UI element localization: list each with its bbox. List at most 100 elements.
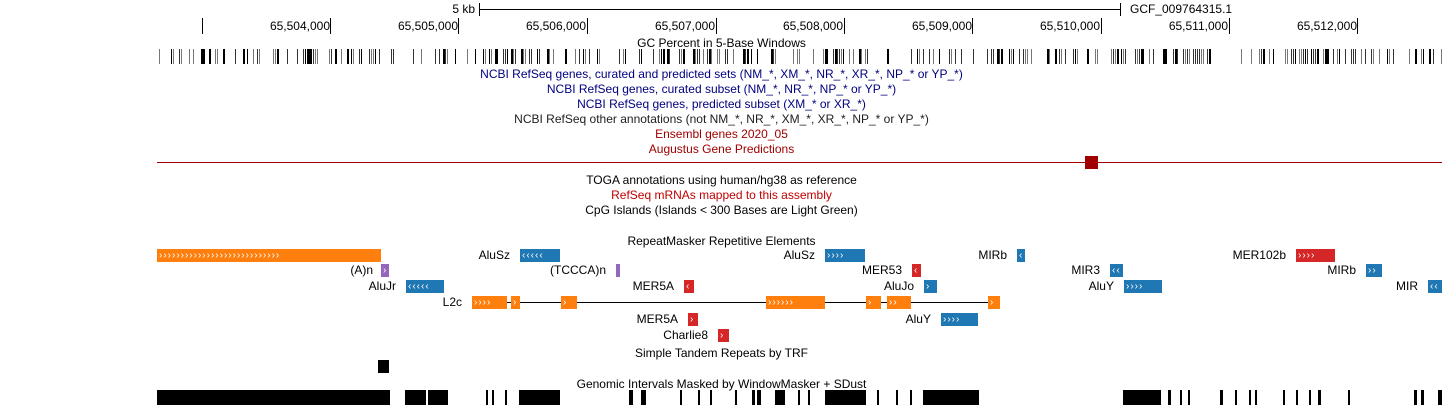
gc-stripe bbox=[683, 49, 685, 64]
gc-stripe bbox=[1031, 49, 1032, 64]
gc-stripe bbox=[997, 49, 999, 64]
track-title-toga[interactable]: TOGA annotations using human/hg38 as ref… bbox=[586, 173, 857, 187]
repeat-feature-line[interactable]: ›››››› bbox=[766, 296, 825, 309]
gc-stripe bbox=[699, 49, 700, 64]
repeat-feature-dna[interactable]: › bbox=[718, 329, 729, 342]
gc-stripe bbox=[1287, 49, 1288, 64]
track-title-repeatmasker[interactable]: RepeatMasker Repetitive Elements bbox=[627, 234, 816, 248]
repeat-feature-sine[interactable]: ‹‹ bbox=[1110, 264, 1123, 277]
gc-stripe bbox=[641, 49, 642, 64]
repeat-feature-sine[interactable]: › bbox=[924, 280, 937, 293]
gc-stripe bbox=[917, 49, 918, 64]
gc-stripe bbox=[391, 49, 392, 64]
repeat-feature-sine[interactable]: ›››› bbox=[941, 313, 978, 326]
gc-stripe bbox=[1317, 49, 1319, 64]
masked-interval bbox=[1188, 390, 1190, 405]
gc-stripe bbox=[799, 49, 800, 64]
masked-interval bbox=[757, 390, 761, 405]
gc-stripe bbox=[413, 49, 414, 64]
augustus-gene-line[interactable] bbox=[157, 162, 1442, 163]
ruler-tick-label: 65,509,000 bbox=[911, 19, 972, 33]
gc-stripe bbox=[1001, 49, 1003, 64]
gc-stripe bbox=[223, 49, 225, 64]
gc-stripe bbox=[1187, 49, 1188, 64]
track-title-augustus[interactable]: Augustus Gene Predictions bbox=[648, 142, 795, 156]
repeat-feature-line[interactable]: › bbox=[988, 296, 1000, 309]
gc-stripe bbox=[435, 49, 436, 64]
repeat-feature-sine[interactable]: ‹‹‹‹‹ bbox=[406, 280, 444, 293]
track-title-refseq-mrna[interactable]: RefSeq mRNAs mapped to this assembly bbox=[611, 188, 832, 202]
masked-interval bbox=[486, 390, 488, 405]
gc-stripe bbox=[273, 49, 274, 64]
ruler-tick-label: 65,504,000 bbox=[269, 19, 330, 33]
masked-interval bbox=[680, 390, 682, 405]
masked-interval bbox=[405, 390, 426, 405]
repeat-feature-sine[interactable]: ‹‹ bbox=[1428, 280, 1442, 293]
gc-stripe bbox=[1087, 49, 1089, 64]
gc-stripe bbox=[1351, 49, 1352, 64]
gc-stripe bbox=[589, 49, 590, 64]
ruler-tick bbox=[1101, 18, 1102, 34]
repeat-feature-line[interactable]: › bbox=[511, 296, 520, 309]
gc-percent-track[interactable] bbox=[157, 49, 1442, 64]
track-title-refseq-other[interactable]: NCBI RefSeq other annotations (not NM_*,… bbox=[514, 112, 929, 126]
gc-stripe bbox=[485, 49, 486, 64]
gc-stripe bbox=[837, 49, 838, 64]
gc-stripe bbox=[717, 49, 718, 64]
gc-stripe bbox=[823, 49, 824, 64]
track-title-gc-percent[interactable]: GC Percent in 5-Base Windows bbox=[637, 36, 806, 50]
repeat-feature-dna[interactable]: › bbox=[688, 313, 698, 326]
track-title-windowmasker[interactable]: Genomic Intervals Masked by WindowMasker… bbox=[576, 377, 867, 391]
ruler-tick bbox=[458, 18, 459, 34]
repeat-feature-simple[interactable] bbox=[616, 264, 620, 277]
repeat-feature-sine[interactable]: ›››› bbox=[1124, 280, 1162, 293]
gc-stripe bbox=[1077, 49, 1078, 64]
repeat-label-mer102b: MER102b bbox=[1232, 248, 1286, 262]
gc-stripe bbox=[597, 49, 598, 64]
track-title-refseq-all[interactable]: NCBI RefSeq genes, curated and predicted… bbox=[480, 67, 963, 81]
gc-stripe bbox=[849, 49, 850, 64]
gc-stripe bbox=[1019, 49, 1020, 64]
gc-stripe bbox=[371, 49, 372, 64]
repeat-feature-sine[interactable]: ‹‹‹‹‹ bbox=[520, 249, 560, 262]
repeat-feature-simple[interactable]: › bbox=[381, 264, 389, 277]
gc-stripe bbox=[911, 49, 912, 64]
repeat-feature-dna[interactable]: ›››› bbox=[1296, 249, 1335, 262]
gc-stripe bbox=[887, 49, 889, 64]
repeat-feature-line[interactable]: › bbox=[561, 296, 577, 309]
gc-stripe bbox=[867, 49, 868, 64]
repeat-feature-line[interactable]: ›››››››››››››››››››››››››››› bbox=[157, 249, 381, 262]
track-title-refseq-curated[interactable]: NCBI RefSeq genes, curated subset (NM_*,… bbox=[546, 82, 897, 96]
gc-stripe bbox=[503, 49, 504, 64]
repeat-feature-sine[interactable]: ›› bbox=[1366, 264, 1382, 277]
gc-stripe bbox=[483, 49, 484, 64]
gc-stripe bbox=[693, 49, 695, 64]
gc-stripe bbox=[1027, 49, 1028, 64]
repeat-feature-line[interactable]: ›› bbox=[887, 296, 911, 309]
gc-stripe bbox=[489, 49, 490, 64]
repeat-feature-sine[interactable]: ›››› bbox=[825, 249, 865, 262]
gc-stripe bbox=[773, 49, 774, 64]
gc-stripe bbox=[797, 49, 798, 64]
track-title-simple-repeats[interactable]: Simple Tandem Repeats by TRF bbox=[635, 346, 808, 360]
track-title-ensembl[interactable]: Ensembl genes 2020_05 bbox=[655, 127, 788, 141]
gc-stripe bbox=[919, 49, 920, 64]
track-title-refseq-predicted[interactable]: NCBI RefSeq genes, predicted subset (XM_… bbox=[577, 97, 866, 111]
augustus-exon[interactable] bbox=[1085, 156, 1098, 169]
gc-stripe bbox=[1177, 49, 1178, 64]
repeat-feature-sine[interactable]: ‹ bbox=[1017, 249, 1025, 262]
repeat-feature-dna[interactable]: ‹ bbox=[912, 264, 921, 277]
gc-stripe bbox=[439, 49, 440, 64]
gc-stripe bbox=[1153, 49, 1154, 64]
gc-stripe bbox=[1141, 49, 1143, 64]
repeat-feature-dna[interactable]: ‹ bbox=[684, 280, 694, 293]
ruler-tick-label: 65,512,000 bbox=[1296, 19, 1357, 33]
gc-stripe bbox=[1263, 49, 1265, 64]
track-title-cpg[interactable]: CpG Islands (Islands < 300 Bases are Lig… bbox=[585, 203, 858, 217]
simple-repeat-feature[interactable] bbox=[378, 360, 389, 373]
repeat-feature-line[interactable]: › bbox=[866, 296, 881, 309]
masked-interval bbox=[1283, 390, 1285, 405]
gc-stripe bbox=[1137, 49, 1138, 64]
ruler-tick bbox=[844, 18, 845, 34]
repeat-feature-line[interactable]: ›››› bbox=[472, 296, 507, 309]
